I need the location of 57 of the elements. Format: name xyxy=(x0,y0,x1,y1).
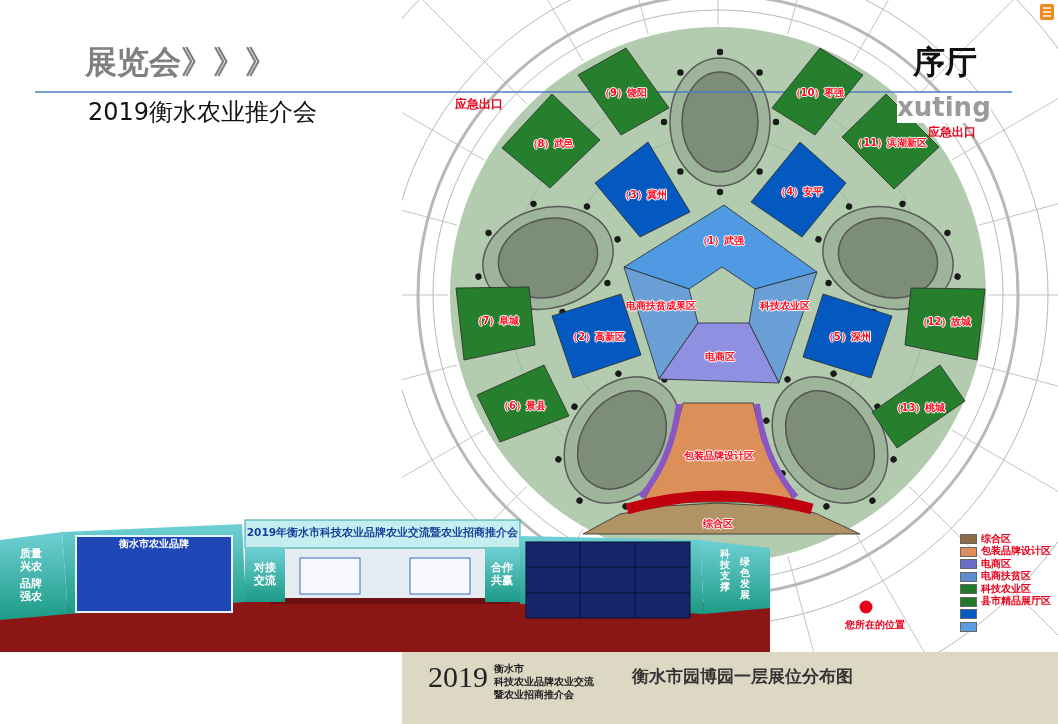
exhibit-zone xyxy=(477,365,569,442)
zone-label: （4）安平 xyxy=(776,185,824,197)
text-label: 应急出口 xyxy=(928,126,976,140)
exhibit-zone xyxy=(578,48,669,135)
exhibit-zone xyxy=(595,142,690,237)
text-label: 绿色发展 xyxy=(740,556,750,600)
zone-label: （11）滨湖新区 xyxy=(853,136,928,148)
exhibit-zone xyxy=(772,48,863,135)
exhibit-zone xyxy=(905,288,985,360)
zone-label: 科技农业区 xyxy=(760,299,810,311)
text-label: 应急出口 xyxy=(455,98,503,112)
text-label: 衡水市农业品牌 xyxy=(118,538,190,550)
exhibit-zone xyxy=(456,287,535,360)
text-label: 对接交流 xyxy=(254,562,276,588)
zone-label: 包装品牌设计区 xyxy=(684,449,754,461)
zone-label: 电商扶贫成果区 xyxy=(626,299,696,311)
zone-label: （9）饶阳 xyxy=(600,86,647,97)
text-label: 科技农业品牌农业交流 xyxy=(494,676,594,688)
zone-label: （8）武邑 xyxy=(527,137,575,148)
legend-label: 电商区 xyxy=(981,557,1011,570)
exhibit-zone xyxy=(624,205,817,289)
text-label: 合作共赢 xyxy=(491,562,513,588)
exhibit-zone xyxy=(583,503,860,534)
exhibit-zone xyxy=(751,142,846,237)
zone-label: （7）阜城 xyxy=(472,314,520,326)
text-label: 衡水市 xyxy=(494,663,524,675)
text-label: 您所在的位置 xyxy=(845,619,905,631)
section-heading: 展览会》》》 xyxy=(85,44,277,81)
text-label: 序厅 xyxy=(913,44,977,81)
zone-label: （12）故城 xyxy=(917,315,972,326)
legend-label: 县市精品展厅区 xyxy=(981,595,1051,607)
zone-label: （10）枣强 xyxy=(790,86,845,97)
exhibit-zone xyxy=(659,323,779,383)
legend-label: 科技农业区 xyxy=(981,582,1031,595)
text-label: 暨农业招商推介会 xyxy=(494,689,574,701)
zone-label: 综合区 xyxy=(703,517,733,529)
exhibit-zone xyxy=(872,365,965,448)
exhibit-zone xyxy=(502,94,600,188)
text-label: 品牌强农 xyxy=(20,578,42,604)
exhibit-zone xyxy=(643,403,795,502)
zone-label: （5）深州 xyxy=(823,330,871,342)
text-label: 科技支撑 xyxy=(720,548,730,592)
legend-label: 电商扶贫区 xyxy=(981,570,1031,582)
legend-label: 包装品牌设计区 xyxy=(981,545,1051,557)
zone-label: （1）武强 xyxy=(697,234,745,246)
zone-label: （6）景县 xyxy=(499,399,546,410)
zone-label: （2）高新区 xyxy=(568,330,626,342)
text-label: 2019年衡水市科技农业品牌农业交流暨农业招商推介会 xyxy=(245,526,520,539)
text-label: xuting xyxy=(897,93,991,123)
text-label: 质量兴农 xyxy=(20,548,42,574)
legend-label: 综合区 xyxy=(981,532,1011,545)
text-label: 2019衡水农业推介会 xyxy=(88,99,318,127)
map-title: 衡水市园博园一层展位分布图 xyxy=(632,667,853,687)
zone-label: （13）桃城 xyxy=(891,401,946,412)
zone-label: （3）冀州 xyxy=(619,188,667,199)
zone-label: 电商区 xyxy=(705,350,735,362)
text-label: 2019 xyxy=(428,660,488,695)
